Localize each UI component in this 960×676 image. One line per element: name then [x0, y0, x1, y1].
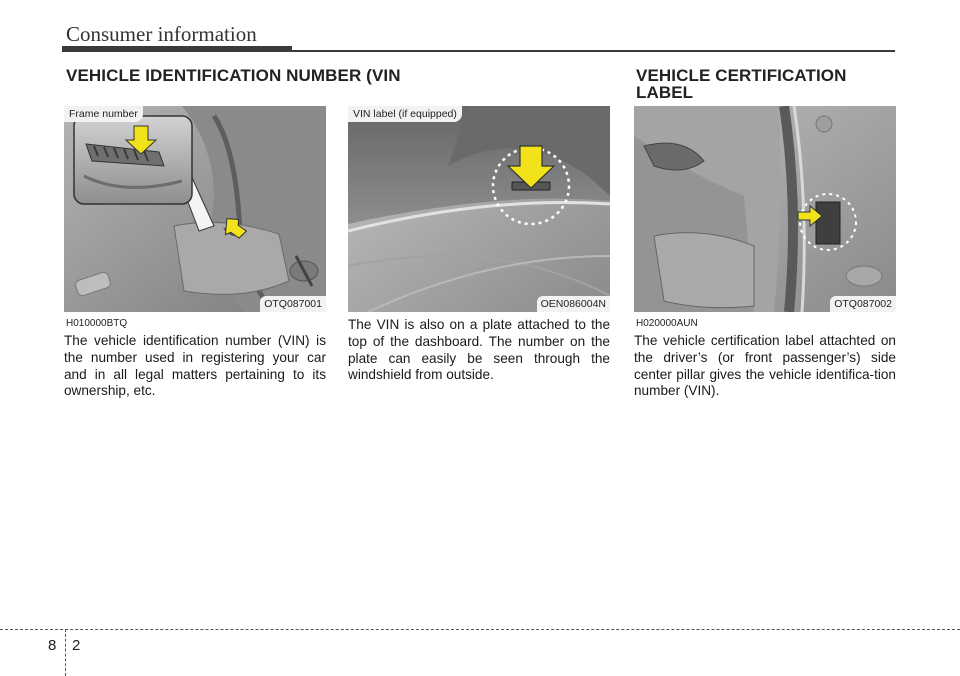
page-header-title: Consumer information [66, 22, 257, 46]
vin-plate-paragraph: The VIN is also on a plate attached to t… [348, 317, 610, 383]
dashboard-illustration [348, 106, 610, 312]
chapter-number: 8 [48, 637, 57, 654]
vin-paragraph: The vehicle identification number (VIN) … [64, 333, 326, 399]
figure-code: OTQ087002 [830, 296, 896, 312]
reference-code: H020000AUN [636, 318, 698, 329]
header-rule-thin [292, 50, 895, 52]
certification-paragraph: The vehicle certification label attachte… [634, 333, 896, 399]
certification-heading-line1: VEHICLE CERTIFICATION [636, 66, 847, 85]
center-pillar-illustration [634, 106, 896, 312]
frame-number-illustration [64, 106, 326, 312]
certification-label-figure: OTQ087002 [634, 106, 896, 312]
header-rule-thick [62, 46, 292, 52]
header-rule [62, 46, 895, 52]
footer-dashed-rule [0, 629, 960, 630]
page-number: 2 [72, 637, 81, 654]
vin-label-figure: VIN label (if equipped) OEN086004N [348, 106, 610, 312]
figure-code: OEN086004N [536, 296, 610, 312]
reference-code: H010000BTQ [66, 318, 128, 329]
footer-dashed-divider [65, 629, 66, 676]
vin-heading: VEHICLE IDENTIFICATION NUMBER (VIN [66, 66, 401, 85]
figure-code: OTQ087001 [260, 296, 326, 312]
vin-label-tag: VIN label (if equipped) [348, 106, 462, 122]
frame-number-figure: Frame number OTQ087001 [64, 106, 326, 312]
frame-number-tag: Frame number [64, 106, 143, 122]
certification-heading-line2: LABEL [636, 83, 694, 102]
